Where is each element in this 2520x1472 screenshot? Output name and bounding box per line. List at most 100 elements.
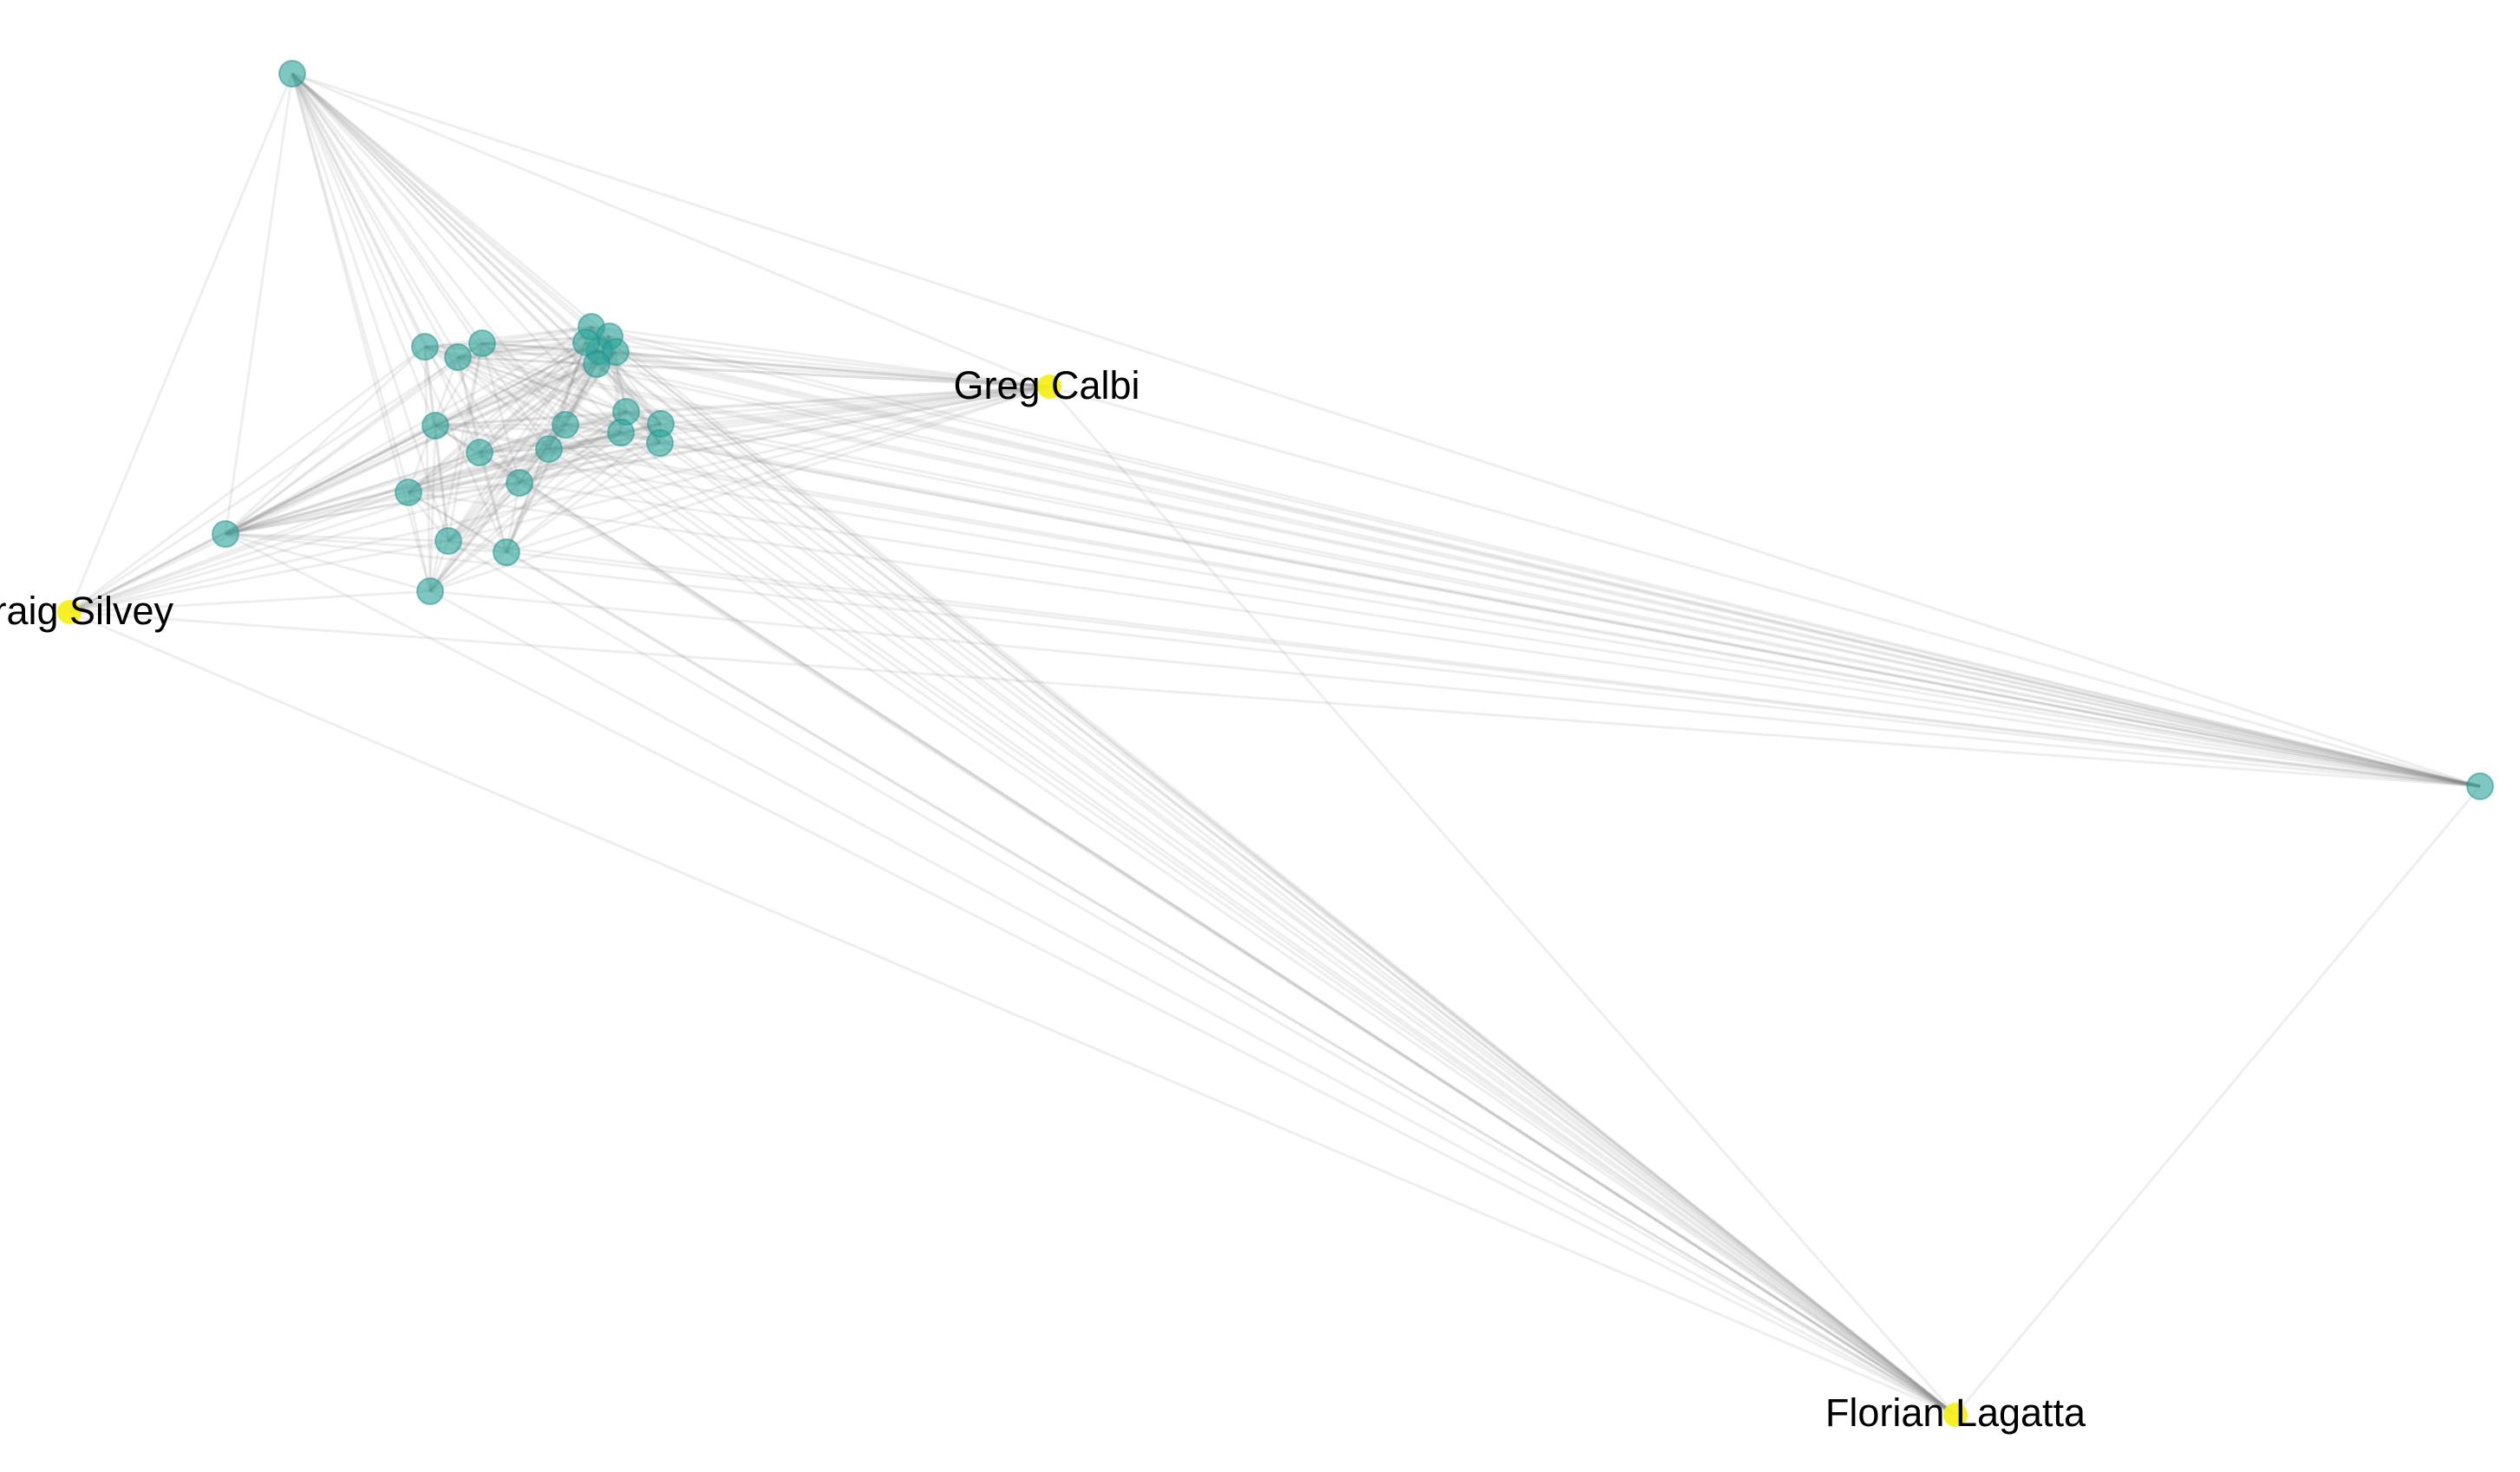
edge-n3-n9 bbox=[457, 355, 597, 366]
edge-n24-n10 bbox=[434, 424, 2481, 788]
edge-n4-n12 bbox=[480, 342, 567, 427]
edge-n1-greg bbox=[291, 72, 1050, 388]
edge-n6-n23 bbox=[428, 335, 611, 592]
edge-craig-n4 bbox=[69, 342, 483, 614]
edge-craig-n10 bbox=[69, 424, 436, 614]
edge-n20-n3 bbox=[225, 355, 459, 536]
graph-node-n21 bbox=[434, 527, 462, 555]
edge-n1-n6 bbox=[291, 72, 610, 338]
edge-n24-n23 bbox=[429, 589, 2481, 788]
edge-greg-n18 bbox=[519, 385, 1050, 485]
edge-craig-n24 bbox=[69, 610, 2481, 788]
edge-n24-n19 bbox=[408, 491, 2481, 788]
edge-n24-n5 bbox=[591, 325, 2481, 788]
edge-n1-n9 bbox=[291, 72, 598, 366]
edge-n13-n15 bbox=[548, 422, 662, 451]
edge-florian-n18 bbox=[519, 481, 1956, 1417]
edge-craig-n6 bbox=[69, 335, 610, 614]
edge-n17-n22 bbox=[506, 441, 661, 554]
edge-florian-n19 bbox=[408, 491, 1956, 1417]
graph-node-n13 bbox=[535, 435, 563, 463]
edge-n24-n16 bbox=[620, 431, 2481, 788]
edge-craig-greg bbox=[69, 385, 1050, 614]
node-label-greg: Greg Calbi bbox=[953, 363, 1139, 407]
edge-n24-n14 bbox=[625, 410, 2481, 788]
edge-n2-n23 bbox=[423, 346, 432, 592]
edge-florian-n12 bbox=[565, 423, 1956, 1417]
edge-florian-n7 bbox=[598, 349, 1956, 1417]
edge-greg-n6 bbox=[609, 335, 1050, 388]
edge-n2-n21 bbox=[423, 346, 450, 542]
edge-n1-n20 bbox=[224, 73, 294, 535]
edge-n24-n3 bbox=[457, 355, 2481, 788]
edge-n20-n12 bbox=[225, 423, 566, 536]
graph-node-n22 bbox=[493, 538, 520, 566]
edge-n20-n2 bbox=[224, 345, 427, 536]
edge-n1-n4 bbox=[291, 73, 484, 344]
edge-n20-n7 bbox=[225, 349, 600, 536]
edge-greg-n14 bbox=[625, 385, 1050, 414]
edge-craig-n8 bbox=[69, 350, 617, 614]
edge-greg-n25 bbox=[585, 341, 1050, 388]
edge-n1-n18 bbox=[291, 73, 521, 484]
edge-craig-n23 bbox=[69, 589, 431, 614]
edge-n11-n17 bbox=[479, 441, 661, 454]
edge-n20-n17 bbox=[225, 441, 661, 536]
edge-n15-n22 bbox=[506, 422, 662, 554]
edge-craig-n20 bbox=[69, 532, 226, 614]
edge-craig-n1 bbox=[68, 73, 294, 613]
highlight-node-florian bbox=[1943, 1403, 1968, 1427]
edge-n20-n21 bbox=[225, 532, 449, 543]
graph-node-n25 bbox=[572, 329, 600, 356]
edge-n16-n18 bbox=[519, 431, 622, 485]
edge-n11-n25 bbox=[478, 341, 588, 454]
edge-n24-n9 bbox=[596, 362, 2481, 788]
edge-n20-n24 bbox=[225, 532, 2481, 788]
edge-greg-n7 bbox=[598, 349, 1050, 388]
graph-node-n3 bbox=[444, 343, 472, 371]
edge-n3-n11 bbox=[456, 356, 481, 453]
edge-n1-n25 bbox=[291, 72, 588, 344]
edge-n24-n18 bbox=[519, 481, 2481, 788]
edge-n20-n18 bbox=[225, 481, 520, 536]
edge-n15-n18 bbox=[519, 422, 662, 485]
edge-n1-n11 bbox=[291, 73, 481, 453]
highlight-node-greg bbox=[1037, 375, 1061, 399]
edge-n24-florian bbox=[1954, 785, 2482, 1416]
edge-n16-n23 bbox=[429, 431, 622, 593]
edge-n16-n21 bbox=[447, 431, 622, 543]
edge-n4-n21 bbox=[447, 342, 484, 542]
edge-n24-n25 bbox=[585, 341, 2481, 788]
edge-n20-florian bbox=[225, 532, 1956, 1417]
edge-n1-n22 bbox=[291, 73, 508, 553]
edge-n5-florian bbox=[591, 325, 1956, 1417]
edge-n13-n19 bbox=[408, 447, 550, 494]
graph-node-n24 bbox=[2466, 772, 2494, 800]
edge-n9-n10 bbox=[434, 362, 597, 427]
node-label-florian: Florian Lagatta bbox=[1825, 1391, 2086, 1435]
edge-n4-n18 bbox=[480, 342, 521, 484]
edge-n4-n5 bbox=[481, 325, 592, 345]
graph-node-n20 bbox=[212, 520, 239, 548]
edge-n24-n22 bbox=[506, 550, 2481, 788]
edge-n10-n16 bbox=[434, 424, 622, 434]
edge-n10-n14 bbox=[434, 410, 627, 427]
graph-node-n1 bbox=[278, 60, 306, 88]
edge-n1-n2 bbox=[291, 73, 427, 348]
graph-node-n18 bbox=[506, 469, 533, 497]
edge-n18-n19 bbox=[408, 481, 520, 494]
edge-greg-n3 bbox=[457, 355, 1050, 388]
edge-n4-n14 bbox=[481, 342, 627, 414]
edge-n8-n21 bbox=[447, 351, 617, 542]
edge-n1-n14 bbox=[291, 72, 628, 414]
node-label-craig: Craig Silvey bbox=[0, 589, 174, 633]
edge-n7-n11 bbox=[479, 349, 600, 454]
edge-greg-florian bbox=[1048, 386, 1957, 1416]
edge-n10-n21 bbox=[434, 425, 450, 542]
graph-node-n17 bbox=[646, 429, 674, 457]
edge-n6-n21 bbox=[447, 335, 611, 542]
edge-n1-n10 bbox=[291, 73, 437, 427]
edge-n24-n15 bbox=[660, 422, 2481, 788]
edge-n14-n18 bbox=[519, 410, 627, 485]
